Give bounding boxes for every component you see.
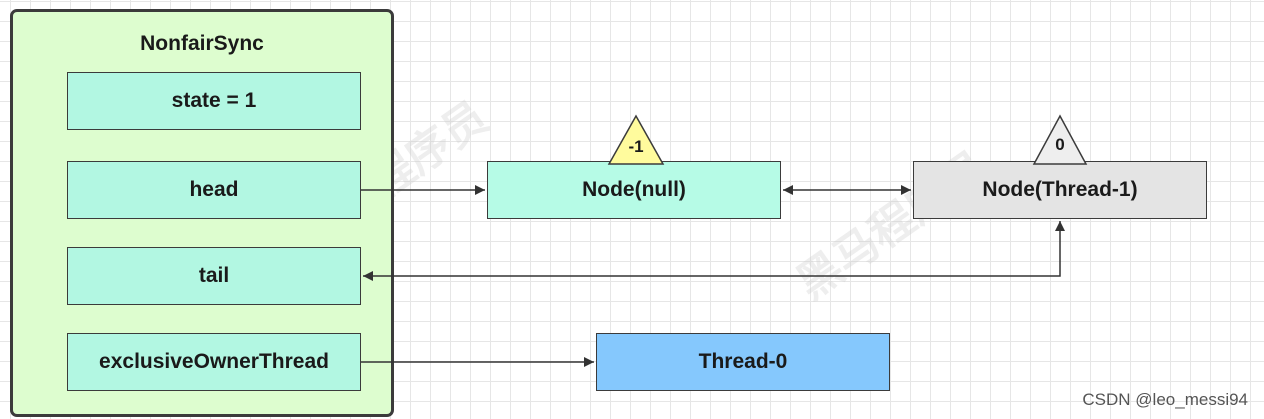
arrow-tail-to-node-thread-1 (363, 221, 1065, 281)
node-null: Node(null) (487, 161, 781, 219)
tail-field: tail (67, 247, 361, 305)
wait-status-triangle-0 (1032, 114, 1088, 165)
exclusive-owner-thread-field: exclusiveOwnerThread (67, 333, 361, 391)
wait-status-triangle-minus1 (607, 114, 665, 165)
head-field: head (67, 161, 361, 219)
state-field: state = 1 (67, 72, 361, 130)
credit-text: CSDN @leo_messi94 (1082, 390, 1248, 409)
wait-status-label-0: 0 (1055, 135, 1065, 154)
container-title: NonfairSync (140, 32, 264, 55)
thread-0: Thread-0 (596, 333, 890, 391)
node-thread-1: Node(Thread-1) (913, 161, 1207, 219)
wait-status-label-minus1: -1 (628, 137, 644, 156)
